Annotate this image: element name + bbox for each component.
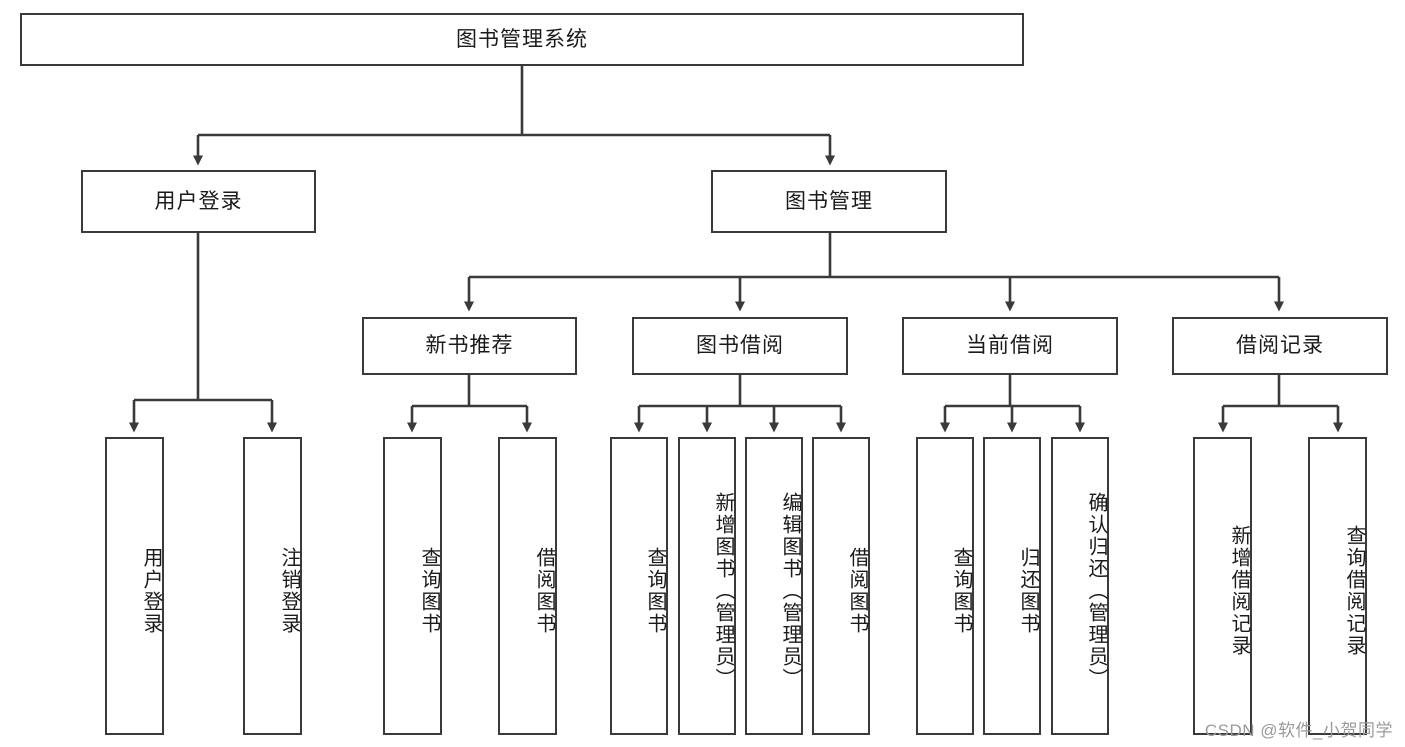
leaf-logout[interactable]: 注销登录 [243, 437, 302, 735]
leaf-query-book-2-label: 查询图书 [644, 547, 666, 635]
node-borrow-record-label: 借阅记录 [1236, 334, 1324, 358]
leaf-confirm-return[interactable]: 确认归还（管理员） [1051, 437, 1109, 735]
leaf-user-login-label: 用户登录 [140, 547, 162, 635]
leaf-edit-book-label: 编辑图书（管理员） [779, 492, 801, 690]
leaf-confirm-return-label: 确认归还（管理员） [1085, 492, 1107, 690]
leaf-query-record-label: 查询借阅记录 [1343, 525, 1365, 657]
leaf-borrow-book-2-label: 借阅图书 [846, 547, 868, 635]
leaf-user-login[interactable]: 用户登录 [105, 437, 164, 735]
leaf-return-book-label: 归还图书 [1017, 547, 1039, 635]
leaf-add-record[interactable]: 新增借阅记录 [1193, 437, 1252, 735]
node-user-login[interactable]: 用户登录 [81, 170, 316, 233]
node-book-manage[interactable]: 图书管理 [711, 170, 947, 233]
node-new-book-recommend-label: 新书推荐 [425, 334, 514, 358]
leaf-borrow-book-1[interactable]: 借阅图书 [498, 437, 557, 735]
leaf-query-book-3[interactable]: 查询图书 [916, 437, 974, 735]
leaf-query-book-1[interactable]: 查询图书 [383, 437, 442, 735]
node-book-borrow[interactable]: 图书借阅 [632, 317, 848, 375]
leaf-query-record[interactable]: 查询借阅记录 [1308, 437, 1367, 735]
node-current-borrow-label: 当前借阅 [966, 334, 1054, 358]
node-book-borrow-label: 图书借阅 [696, 334, 784, 358]
leaf-query-book-1-label: 查询图书 [418, 547, 440, 635]
leaf-add-book[interactable]: 新增图书（管理员） [678, 437, 736, 735]
leaf-logout-label: 注销登录 [278, 547, 300, 635]
node-current-borrow[interactable]: 当前借阅 [902, 317, 1118, 375]
node-root[interactable]: 图书管理系统 [20, 13, 1024, 66]
node-root-label: 图书管理系统 [456, 27, 588, 51]
leaf-query-book-2[interactable]: 查询图书 [610, 437, 668, 735]
node-user-login-label: 用户登录 [154, 189, 243, 213]
leaf-add-record-label: 新增借阅记录 [1228, 525, 1250, 657]
leaf-borrow-book-2[interactable]: 借阅图书 [812, 437, 870, 735]
node-new-book-recommend[interactable]: 新书推荐 [362, 317, 577, 375]
leaf-return-book[interactable]: 归还图书 [983, 437, 1041, 735]
leaf-query-book-3-label: 查询图书 [950, 547, 972, 635]
node-book-manage-label: 图书管理 [785, 189, 873, 213]
leaf-edit-book[interactable]: 编辑图书（管理员） [745, 437, 803, 735]
leaf-borrow-book-1-label: 借阅图书 [533, 547, 555, 635]
node-borrow-record[interactable]: 借阅记录 [1172, 317, 1388, 375]
leaf-add-book-label: 新增图书（管理员） [712, 492, 734, 690]
watermark: CSDN @软件_小贺同学 [1204, 721, 1393, 740]
